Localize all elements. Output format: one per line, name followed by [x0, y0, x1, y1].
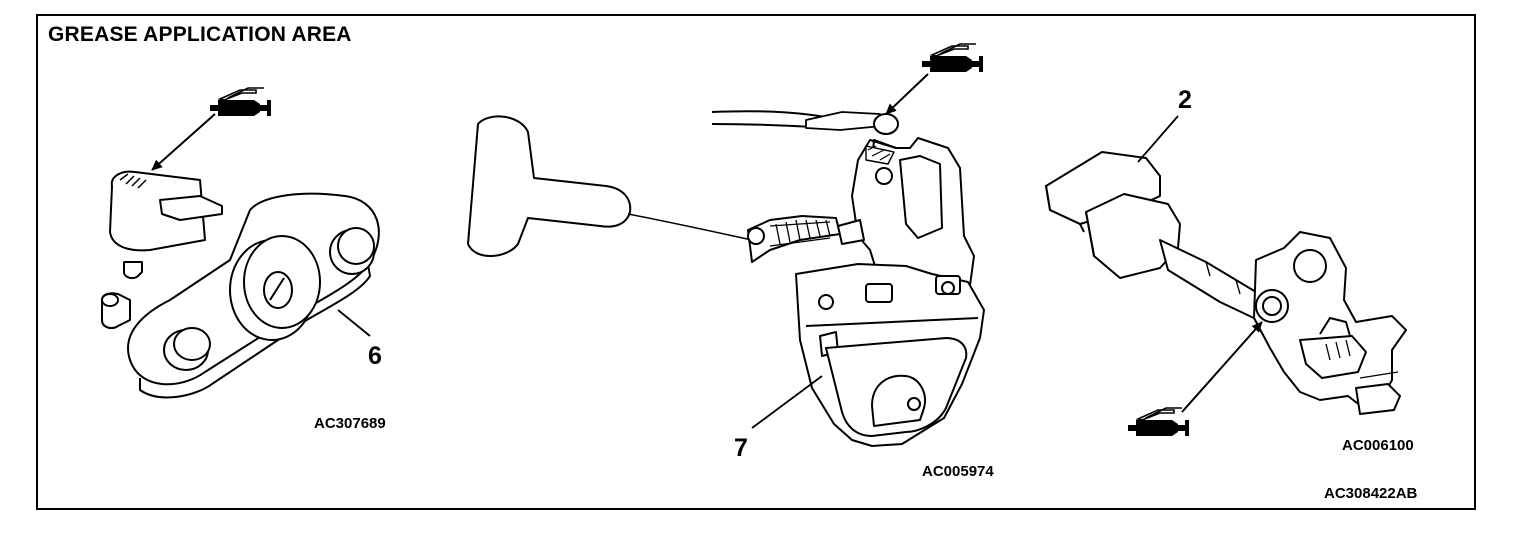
- panel-code-2: AC005974: [922, 463, 994, 480]
- figure-code: AC308422AB: [1324, 485, 1418, 502]
- part-number-2: 2: [1178, 86, 1192, 114]
- grease-arrow: [151, 113, 216, 171]
- leader-line: [1137, 115, 1179, 163]
- actuator-link-drawing: [1045, 151, 1407, 415]
- grease-arrow: [885, 73, 929, 115]
- panel-code-3: AC006100: [1342, 437, 1414, 454]
- grease-arrow: [1181, 321, 1263, 413]
- leader-line: [337, 309, 371, 337]
- leader-line: [751, 375, 823, 429]
- grease-gun-icon: [209, 87, 272, 117]
- lock-cylinder-drawing: [101, 170, 380, 399]
- part-number-6: 6: [368, 342, 382, 370]
- diagram-frame: [36, 14, 1476, 510]
- part-number-7: 7: [734, 434, 748, 462]
- diagram-title: GREASE APPLICATION AREA: [48, 23, 352, 46]
- panel-code-1: AC307689: [314, 415, 386, 432]
- grease-gun-icon: [1127, 407, 1190, 437]
- grease-gun-icon: [921, 43, 984, 73]
- latch-assembly-drawing: [467, 110, 985, 447]
